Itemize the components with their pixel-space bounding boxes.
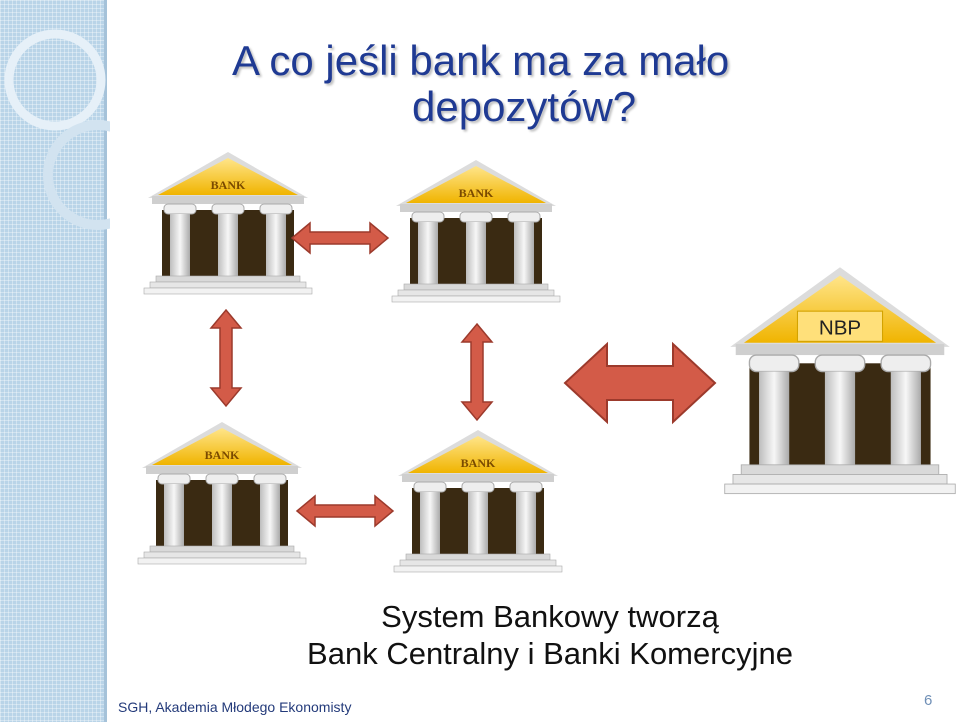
bank-label: BANK [205,448,240,462]
large-double-arrow-icon [563,341,717,425]
bank-label: BANK [461,456,496,470]
central-bank-building-icon: NBP [724,267,956,495]
bank-building-icon: BANK [393,429,563,573]
subtitle-line-1: System Bankowy tworzą [381,599,719,634]
bank-label: BANK [211,178,246,192]
double-arrow-icon [460,322,494,422]
bank-label: BANK [459,186,494,200]
nbp-label: NBP [819,316,861,339]
title-line-2: depozytów? [412,83,637,130]
bank-building-icon: BANK [137,421,307,565]
decorative-circles [4,29,110,230]
title-line-1: A co jeśli bank ma za mało [232,37,730,84]
strip-edge [104,0,107,722]
double-arrow-icon [290,221,390,255]
page-number: 6 [924,692,933,709]
double-arrow-icon [295,494,395,528]
footer-text: SGH, Akademia Młodego Ekonomisty [118,699,352,715]
slide-subtitle: System Bankowy tworzą Bank Centralny i B… [230,598,870,672]
double-arrow-icon [209,308,243,408]
bank-building-icon: BANK [391,159,561,303]
subtitle-line-2: Bank Centralny i Banki Komercyjne [307,636,793,671]
left-decorative-strip [0,0,106,722]
slide-title: A co jeśli bank ma za mało depozytów? [232,38,932,130]
bank-building-icon: BANK [143,151,313,295]
